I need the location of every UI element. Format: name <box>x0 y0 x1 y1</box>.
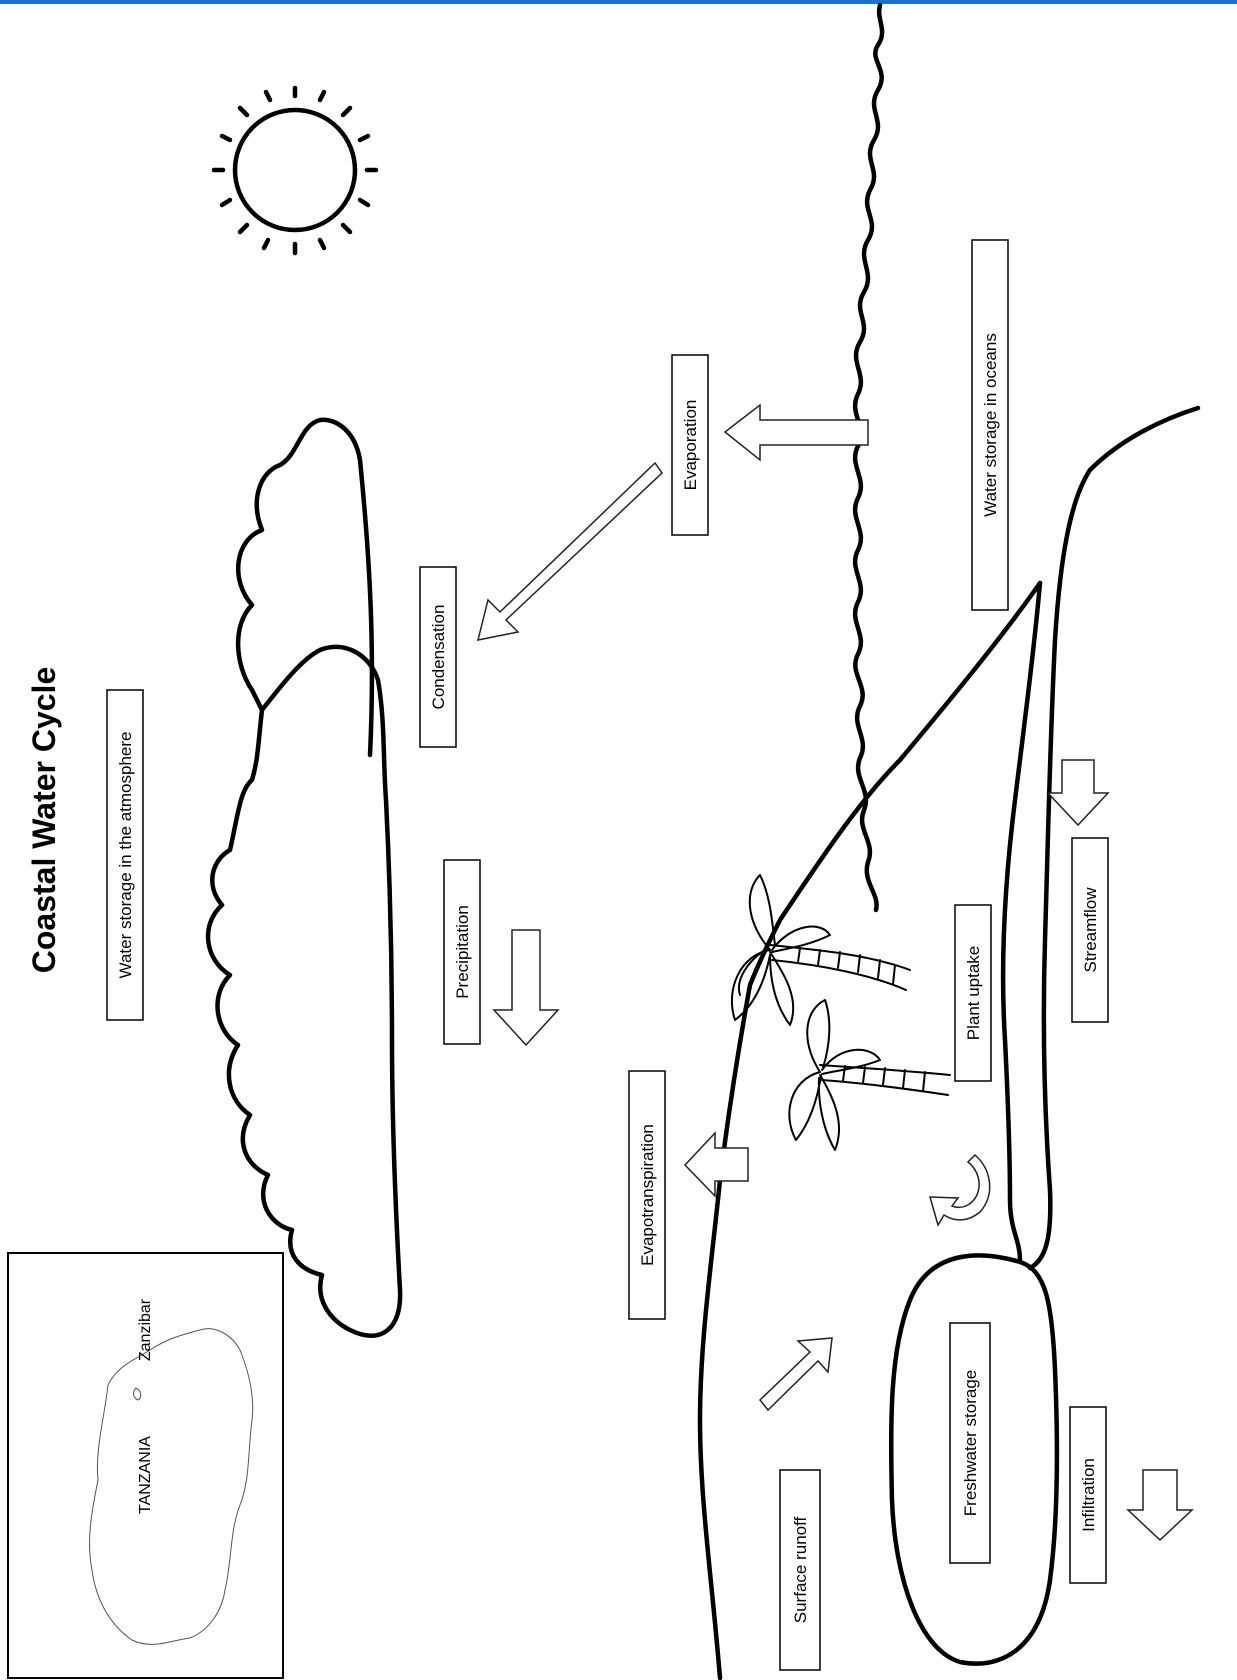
tanzania-outline <box>89 1328 254 1645</box>
stream-channel <box>1000 580 1043 1263</box>
infiltration-arrow <box>1126 1469 1194 1542</box>
precipitation-arrow <box>492 929 560 1047</box>
label-condensation: Condensation <box>419 566 457 748</box>
diagram-title: Coastal Water Cycle <box>26 667 62 973</box>
inset-map: TANZANIA Zanzibar <box>7 1252 284 1679</box>
surface-runoff-text: Surface runoff <box>791 1516 810 1623</box>
condensation-arrow <box>476 461 663 641</box>
plant-uptake-text: Plant uptake <box>964 946 983 1041</box>
top-accent-bar <box>0 0 1237 4</box>
streamflow-text: Streamflow <box>1081 887 1100 973</box>
label-streamflow: Streamflow <box>1071 837 1109 1023</box>
cloud-icon <box>205 417 403 1338</box>
inset-map-frame <box>7 1252 284 1679</box>
label-evapotranspiration: Evapotranspiration <box>628 1070 666 1320</box>
land-coastline <box>697 580 1043 1680</box>
ocean-coastline <box>852 2 885 913</box>
label-ocean-storage: Water storage in oceans <box>971 239 1009 611</box>
map-country-label: TANZANIA <box>137 1436 154 1514</box>
map-island-label: Zanzibar <box>137 1298 154 1361</box>
ocean-storage-text: Water storage in oceans <box>981 333 1000 517</box>
label-precipitation: Precipitation <box>443 859 481 1045</box>
sun-icon <box>211 85 379 256</box>
evapotranspiration-arrow <box>683 1131 749 1198</box>
precipitation-text: Precipitation <box>453 905 472 999</box>
atmosphere-storage-text: Water storage in the atmosphere <box>116 732 135 979</box>
surface-runoff-arrow <box>758 1337 833 1412</box>
infiltration-text: Infiltration <box>1079 1458 1098 1532</box>
label-surface-runoff: Surface runoff <box>779 1469 821 1671</box>
freshwater-lake <box>888 1253 1060 1666</box>
streamflow-arrow <box>1046 759 1110 827</box>
stream-channel-bank <box>1027 405 1201 1271</box>
label-infiltration: Infiltration <box>1069 1406 1107 1584</box>
label-evaporation: Evaporation <box>671 354 709 536</box>
freshwater-storage-text: Freshwater storage <box>961 1370 980 1516</box>
condensation-text: Condensation <box>429 605 448 710</box>
evaporation-text: Evaporation <box>681 400 700 491</box>
palm-tree-icon <box>730 874 951 1151</box>
arrow-icon <box>476 403 1194 1542</box>
zanzibar-outline <box>133 1387 142 1401</box>
label-freshwater-storage: Freshwater storage <box>949 1322 991 1564</box>
label-atmosphere-storage: Water storage in the atmosphere <box>106 689 144 1021</box>
plant-uptake-arrow <box>928 1153 991 1227</box>
evapotranspiration-text: Evapotranspiration <box>638 1124 657 1266</box>
evaporation-arrow <box>723 403 869 462</box>
label-plant-uptake: Plant uptake <box>954 904 992 1082</box>
